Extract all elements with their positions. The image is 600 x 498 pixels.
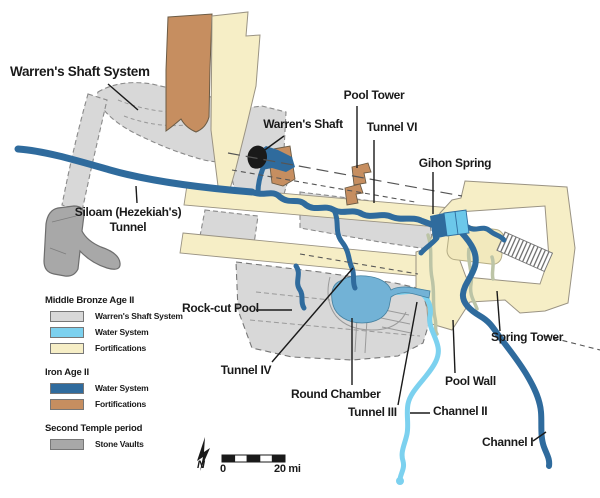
stepped-passage-hatch [496,231,554,273]
swatch-mb-water-system [50,326,84,338]
label-spring-tower: Spring Tower [491,330,564,344]
channel-ii-path [397,288,441,482]
label-channel-i: Channel I [482,435,534,449]
gihon-pool-stub [418,235,440,256]
gihon-divider [454,211,459,235]
pool-tower-block-lower [344,183,364,206]
legend-group-middle-bronze: Middle Bronze Age II Warren's Shaft Syst… [45,295,215,354]
scale-bar [221,454,286,463]
channel-ii-end [396,477,404,485]
label-channel-ii: Channel II [433,404,488,418]
siloam-tunnel-path [14,145,256,196]
legend-row: Warren's Shaft System [45,310,215,322]
legend-group-second-temple: Second Temple period Stone Vaults [45,423,215,450]
channel-i-path [458,229,553,469]
shaft-pool-blob [258,146,295,172]
legend-header: Second Temple period [45,423,143,434]
swatch-iron-fortifications [50,398,84,410]
legend-group-iron-age: Iron Age II Water System Fortifications [45,367,215,410]
pool-tower-block-upper [351,162,372,186]
courtyard-tunnel [465,224,507,243]
swatch-stone-vaults [50,438,84,450]
legend-item-label: Stone Vaults [95,439,144,449]
legend-header: Iron Age II [45,367,89,378]
swatch-mb-shaft-system [50,310,84,322]
label-siloam-line2: Tunnel [109,220,147,234]
iron-water-system [14,145,553,469]
label-tunnel-iii: Tunnel III [348,405,397,419]
pool-wall-lines [426,233,495,336]
scale-zero-label: 0 [220,463,226,475]
legend: Middle Bronze Age II Warren's Shaft Syst… [45,295,215,463]
swatch-iron-water-system [50,382,84,394]
mb-fortification-top-band [210,11,261,197]
shaft-connector [255,165,266,195]
survey-dashed-lines [227,152,600,351]
legend-row: Fortifications [45,398,215,410]
tunnel-iv-path [331,207,358,291]
label-pool-wall: Pool Wall [445,374,496,388]
legend-header: Middle Bronze Age II [45,295,135,306]
label-warrens-shaft-system: Warren's Shaft System [10,64,150,79]
north-arrow-icon [197,437,210,471]
label-siloam-tunnel: Siloam (Hezekiah's) Tunnel [75,205,182,235]
tunnel-squiggle [293,263,307,311]
legend-row: Water System [45,382,215,394]
label-tunnel-iv: Tunnel IV [220,363,272,377]
iron-fortification-band [165,13,213,133]
leader-lines [107,83,547,442]
legend-row: Stone Vaults [45,438,215,450]
swatch-mb-fortifications [50,342,84,354]
stone-vaults-detail [49,215,77,255]
label-tunnel-vi: Tunnel VI [366,120,418,134]
scale-max-label: 20 mi [274,463,301,475]
stone-vaults [43,205,121,277]
label-round-chamber: Round Chamber [291,387,381,401]
gihon-spring-dark-block [430,213,447,239]
legend-row: Fortifications [45,342,215,354]
legend-item-label: Fortifications [95,399,147,409]
label-rock-cut-pool: Rock-cut Pool [182,301,259,315]
legend-row: Water System [45,326,215,338]
label-pool-tower: Pool Tower [343,88,405,102]
legend-item-label: Water System [95,383,149,393]
legend-item-label: Water System [95,327,149,337]
shaft-system-corridor [61,93,108,212]
legend-item-label: Fortifications [95,343,147,353]
legend-item-label: Warren's Shaft System [95,311,183,321]
label-gihon-spring: Gihon Spring [418,156,492,170]
north-label: N [197,459,205,471]
label-warrens-shaft: Warren's Shaft [263,117,343,131]
label-siloam-line1: Siloam (Hezekiah's) [74,205,182,219]
